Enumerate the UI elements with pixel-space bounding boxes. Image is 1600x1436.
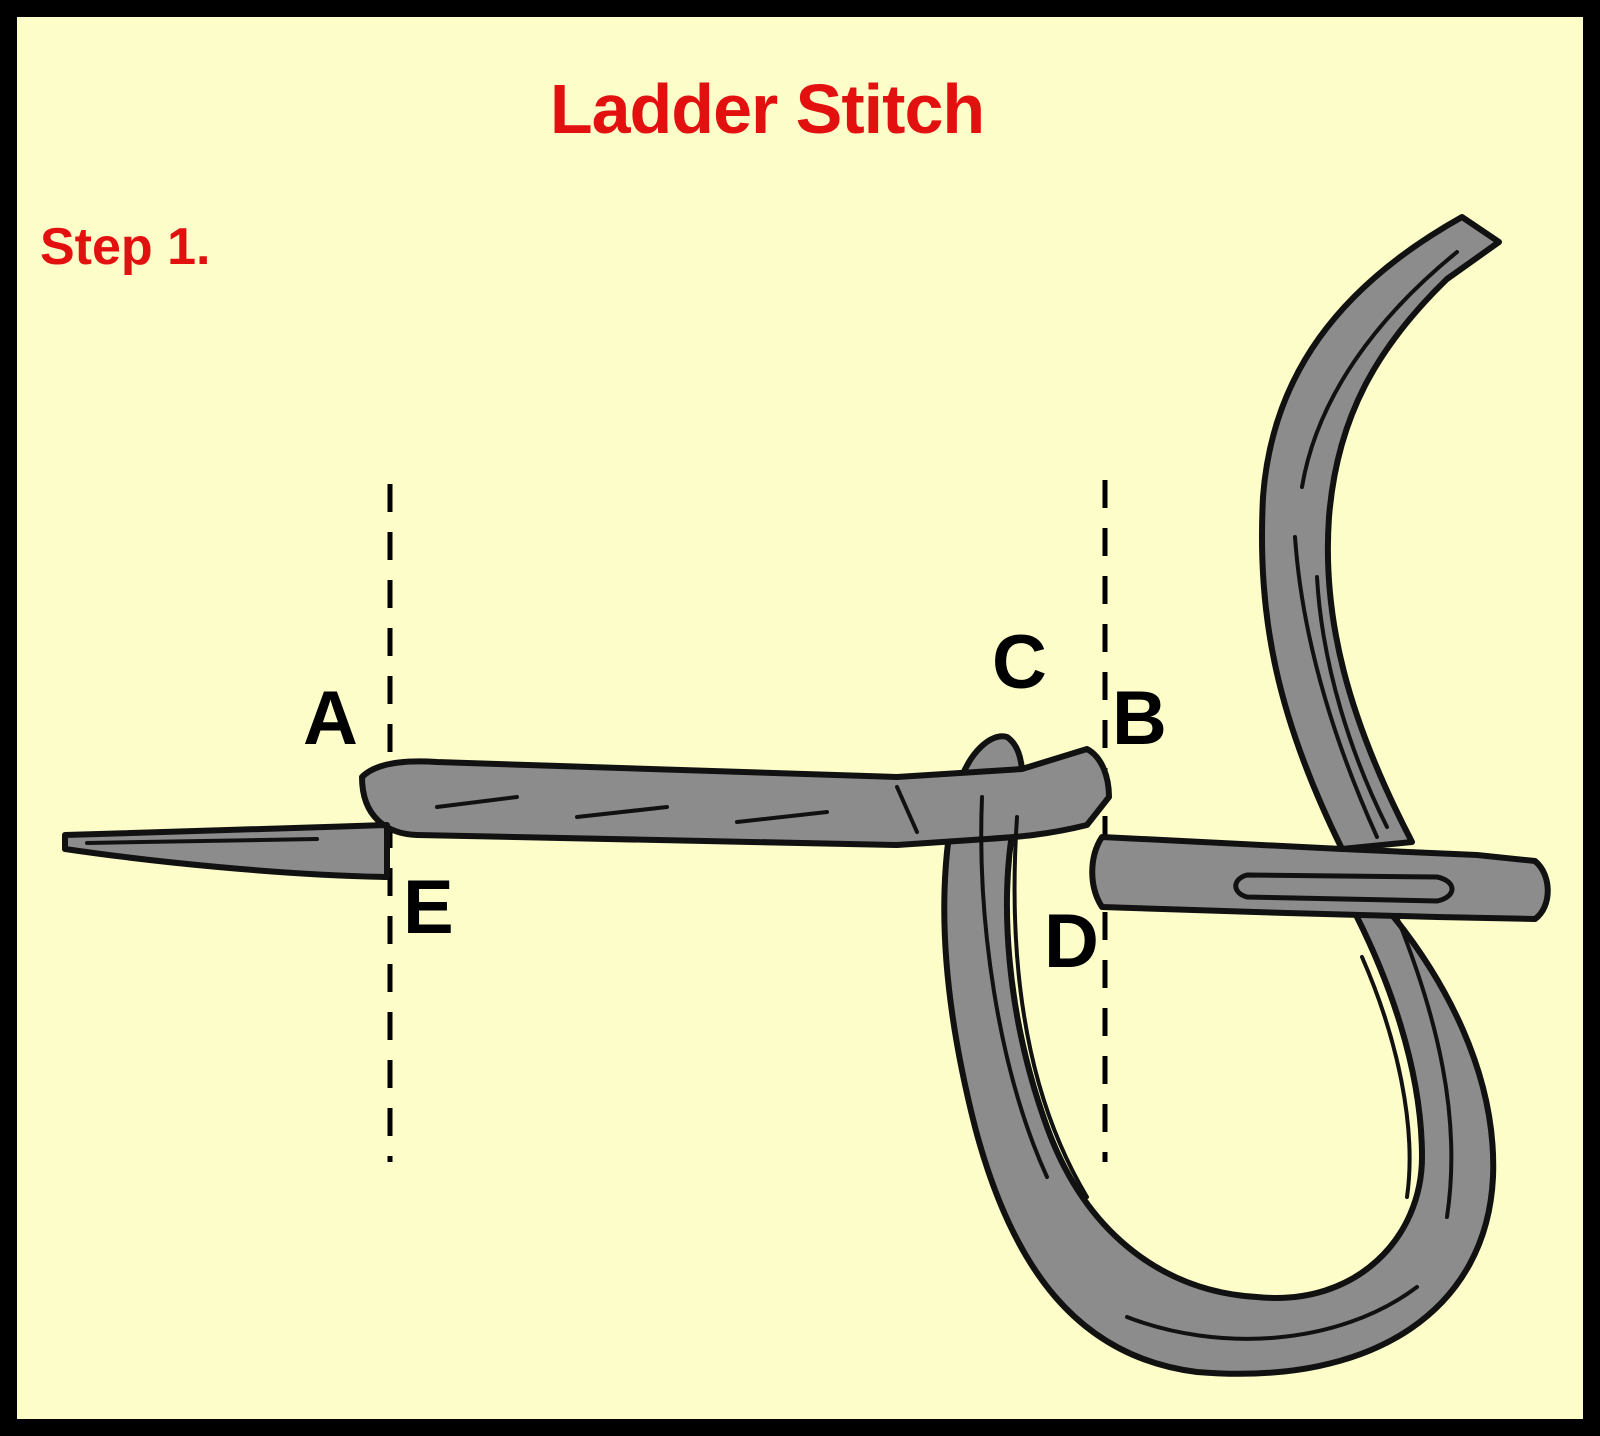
needle-tip [62,822,390,880]
step-label: Step 1. [40,218,211,276]
needle-eye-slot [1233,872,1455,904]
point-a-label: A [303,676,358,761]
stitch-illustration [62,214,1551,1377]
needle-hatching [85,837,319,845]
point-b-label: B [1112,676,1167,761]
thread-upper-strand [1258,214,1502,852]
thread-icon [62,214,1551,1377]
point-d-label: D [1044,899,1099,984]
diagram-panel: Ladder Stitch Step 1. A B C D E [17,17,1583,1419]
strand-hatching [1293,250,1459,839]
point-e-label: E [403,865,454,950]
diagram-title: Ladder Stitch [549,70,985,148]
point-c-label: C [992,620,1047,705]
thread-stitch [359,746,1112,848]
stitch-hatching [435,785,919,834]
thread-loop [941,733,1497,1377]
ink-detail [85,250,1459,1341]
loop-hatching [979,795,1454,1341]
